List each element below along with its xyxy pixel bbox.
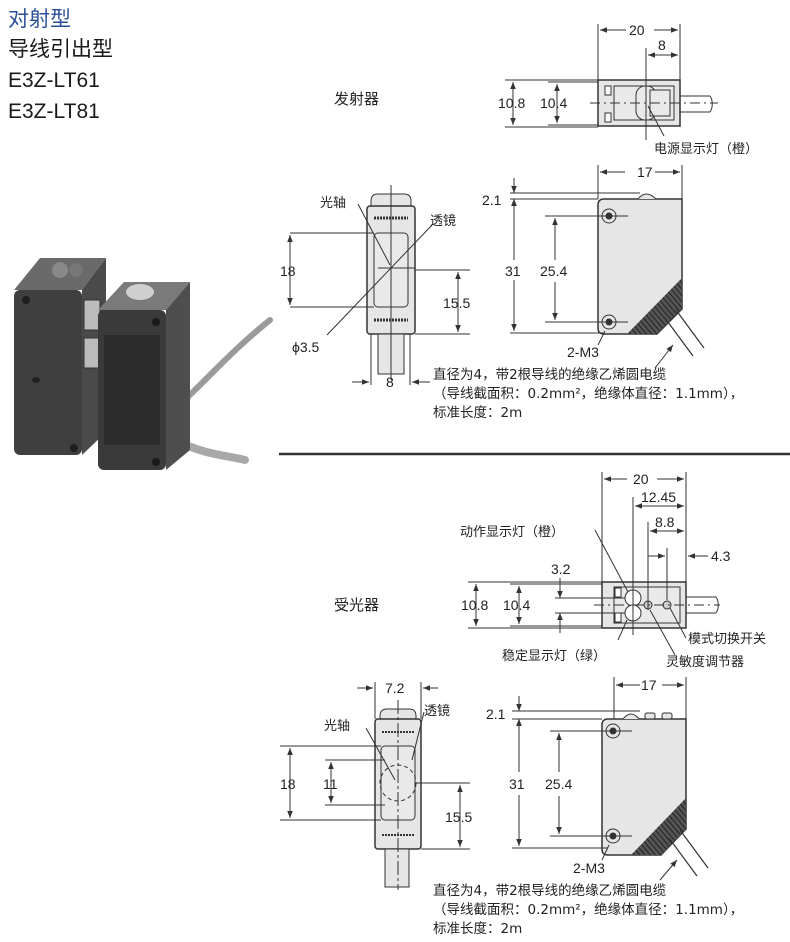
model-number: E3Z-LT81 xyxy=(8,100,100,123)
dim-31: 31 xyxy=(505,263,521,279)
dim-17: 17 xyxy=(641,677,657,693)
callout-optical-axis: 光轴 xyxy=(320,195,346,210)
callout-optical-axis: 光轴 xyxy=(324,718,350,733)
cable-note-line: 标准长度：2m xyxy=(433,405,523,421)
cable-note-line: 直径为4，带2根导线的绝缘乙烯圆电缆 xyxy=(433,367,667,383)
dim-7-2: 7.2 xyxy=(385,680,405,696)
dim-18: 18 xyxy=(280,776,296,792)
dim-height-inner: 10.4 xyxy=(540,95,567,111)
dim-15-5: 15.5 xyxy=(443,295,470,311)
callout-stability-indicator: 稳定显示灯（绿） xyxy=(502,648,606,663)
dim-height-inner: 10.4 xyxy=(503,597,530,613)
model-number: E3Z-LT61 xyxy=(8,69,100,92)
emitter-photo xyxy=(14,258,106,455)
callout-lens: 透镜 xyxy=(430,213,456,228)
dim-phi: ϕ3.5 xyxy=(292,339,320,355)
dim-12-45: 12.45 xyxy=(641,489,676,505)
dim-17: 17 xyxy=(637,164,653,180)
dim-18: 18 xyxy=(280,263,296,279)
emitter-cable-note: 直径为4，带2根导线的绝缘乙烯圆电缆 （导线截面积：0.2mm²，绝缘体直径：1… xyxy=(433,366,743,423)
screw-label: 2-M3 xyxy=(573,860,605,876)
dim-11: 11 xyxy=(323,776,338,792)
cable-note-line: （导线截面积：0.2mm²，绝缘体直径：1.1mm）， xyxy=(433,902,744,918)
callout-lens: 透镜 xyxy=(424,703,450,718)
receiver-top-view xyxy=(468,472,720,656)
emitter-side-view xyxy=(510,165,705,369)
receiver-cable-note: 直径为4，带2根导线的绝缘乙烯圆电缆 （导线截面积：0.2mm²，绝缘体直径：1… xyxy=(433,882,743,939)
dim-25-4: 25.4 xyxy=(545,776,572,792)
dim-31: 31 xyxy=(509,776,525,792)
cable-note-line: （导线截面积：0.2mm²，绝缘体直径：1.1mm）， xyxy=(433,386,744,402)
callout-mode-switch: 模式切换开关 xyxy=(688,631,766,646)
dim-8-8: 8.8 xyxy=(655,514,675,530)
callout-operation-indicator: 动作显示灯（橙） xyxy=(460,524,564,539)
receiver-side-view xyxy=(512,677,709,881)
receiver-section-label: 受光器 xyxy=(334,597,379,614)
receiver-front-view xyxy=(280,682,470,890)
dim-3-2: 3.2 xyxy=(551,561,571,577)
dim-width-8: 8 xyxy=(386,374,394,390)
dim-width: 20 xyxy=(629,22,645,38)
emitter-top-view xyxy=(505,24,718,140)
dim-2-1: 2.1 xyxy=(482,192,502,208)
callout-power-indicator: 电源显示灯（橙） xyxy=(654,141,758,156)
screw-label: 2-M3 xyxy=(567,344,599,360)
dim-width: 20 xyxy=(633,471,649,487)
emitter-section-label: 发射器 xyxy=(334,91,379,108)
dim-height-outer: 10.8 xyxy=(498,95,525,111)
receiver-photo xyxy=(98,282,190,470)
cable-note-line: 标准长度：2m xyxy=(433,921,523,937)
sensor-type-label: 对射型 xyxy=(8,7,71,31)
dim-4-3: 4.3 xyxy=(711,548,731,564)
sensor-subtype-label: 导线引出型 xyxy=(8,38,113,61)
dim-25-4: 25.4 xyxy=(540,263,567,279)
emitter-front-view xyxy=(287,185,470,385)
cable-note-line: 直径为4，带2根导线的绝缘乙烯圆电缆 xyxy=(433,883,667,899)
dim-height-outer: 10.8 xyxy=(461,597,488,613)
product-photo xyxy=(14,258,273,470)
dim-15-5: 15.5 xyxy=(445,809,472,825)
dim-2-1: 2.1 xyxy=(486,706,506,722)
title-block: 对射型 导线引出型 E3Z-LT61 E3Z-LT81 xyxy=(8,4,113,127)
dim-indicator-offset: 8 xyxy=(658,37,666,53)
callout-sensitivity-adjuster: 灵敏度调节器 xyxy=(666,654,744,669)
